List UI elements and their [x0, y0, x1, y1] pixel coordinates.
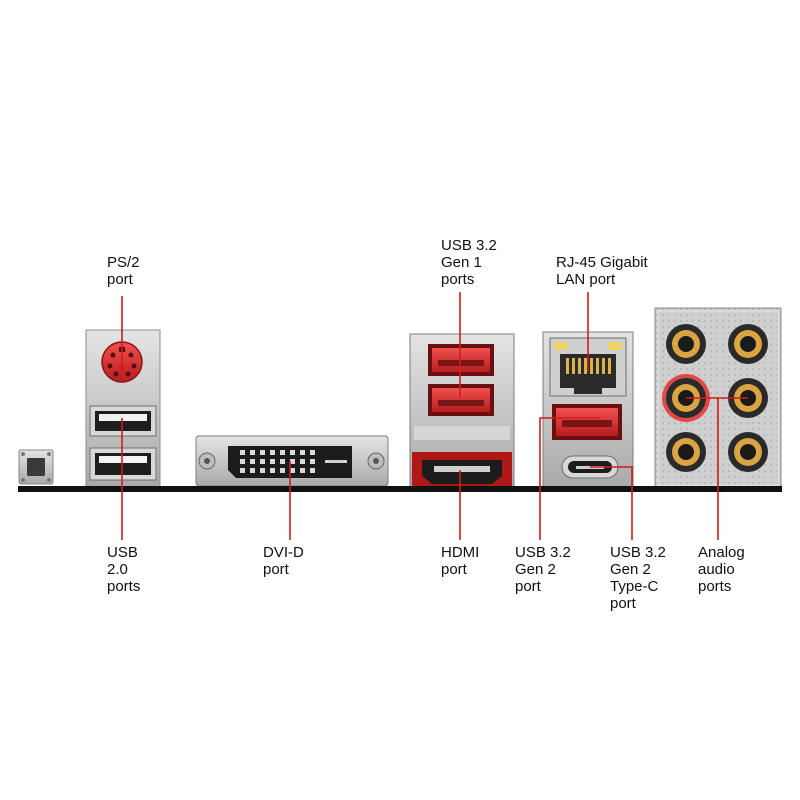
audio-jack-icon [728, 324, 768, 364]
dvi-pin [260, 459, 265, 464]
dvi-pin [260, 468, 265, 473]
audio-jack-icon [666, 432, 706, 472]
rj45-pin [578, 358, 581, 374]
clear-cmos-button-icon [18, 449, 54, 485]
usb32g2-leader-line [539, 417, 600, 540]
rj45-pin [608, 358, 611, 374]
dvi-pin [300, 468, 305, 473]
audio-jack-icon [666, 324, 706, 364]
dvi-pin [290, 468, 295, 473]
leader-lines [119, 292, 748, 540]
rj45-pin [572, 358, 575, 374]
dvi-pin [250, 459, 255, 464]
dvi-pin [300, 450, 305, 455]
typec-leader-line [590, 466, 633, 540]
rj45-pin [602, 358, 605, 374]
dvi-pin [300, 459, 305, 464]
dvi-d-connector-icon [195, 435, 389, 487]
rj45-pin [584, 358, 587, 374]
dvi-pin [240, 468, 245, 473]
dvi-pin [240, 459, 245, 464]
hdmi-port-icon [412, 452, 512, 488]
dvi-pin [250, 468, 255, 473]
dvi-pin [290, 459, 295, 464]
dvi-pin [310, 459, 315, 464]
dvi-pin [250, 450, 255, 455]
lan-usb-gen2-stack [542, 331, 634, 489]
usb-a-port-icon [89, 405, 157, 437]
dvi-pin [280, 468, 285, 473]
dvi-pin [270, 468, 275, 473]
usb-a-port-icon [552, 404, 622, 440]
usb-a-port-icon [89, 447, 157, 481]
usb-a-port-icon [428, 344, 494, 376]
panel-baseline [18, 486, 782, 492]
dvi-pin [280, 459, 285, 464]
rj45-pin [596, 358, 599, 374]
audio-jack-icon [728, 432, 768, 472]
rj45-pin [590, 358, 593, 374]
usb-a-port-icon [428, 384, 494, 416]
dvi-pin [310, 450, 315, 455]
ps2-leader-dot [119, 365, 125, 371]
dvi-pin [270, 450, 275, 455]
dvi-pin [290, 450, 295, 455]
dvi-pin [260, 450, 265, 455]
rj45-jack-icon [549, 337, 627, 397]
usb-gen1-hdmi-stack [409, 333, 515, 489]
dvi-pin [270, 459, 275, 464]
ps2-usb20-bracket [85, 329, 161, 489]
dvi-pin [310, 468, 315, 473]
dvi-pin [280, 450, 285, 455]
rj45-pin [566, 358, 569, 374]
dvi-pin [240, 450, 245, 455]
